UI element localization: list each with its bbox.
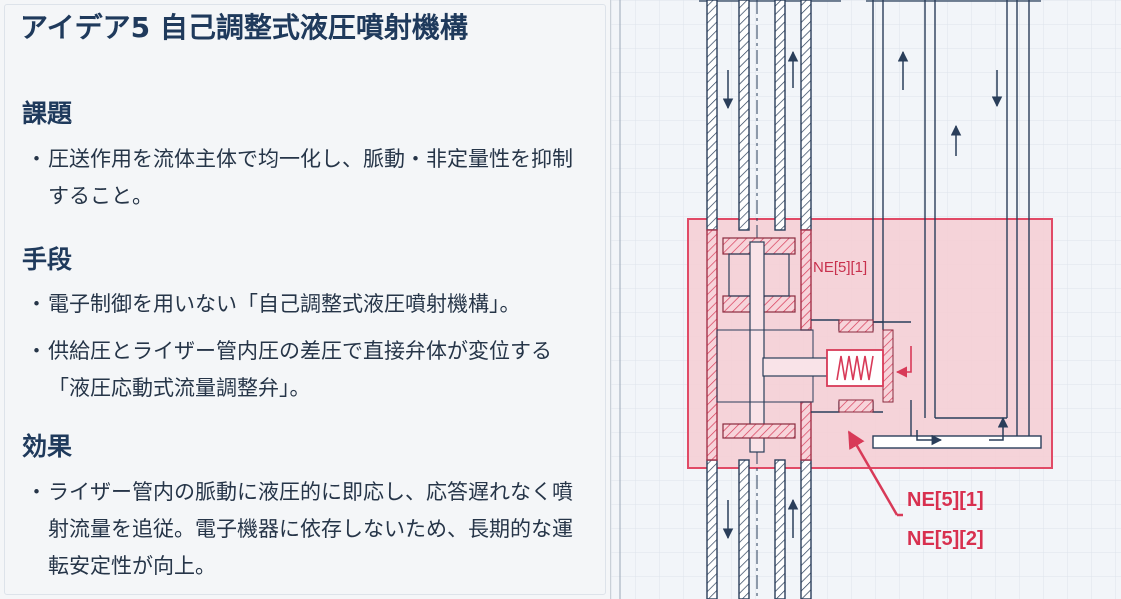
problem-text: 圧送作用を流体主体で均一化し、脈動・非定量性を抑制すること。 — [48, 147, 573, 208]
text-panel: アイデア5 自己調整式液圧噴射機構 課題 ・ 圧送作用を流体主体で均一化し、脈動… — [4, 0, 611, 599]
page-title: アイデア5 自己調整式液圧噴射機構 — [20, 11, 468, 44]
effect-text: ライザー管内の脈動に液圧的に即応し、応答遅れなく噴射流量を追従。電子機器に依存し… — [48, 480, 573, 578]
bullet: ・ — [26, 292, 47, 316]
callout-leader — [847, 430, 899, 516]
problem-item-1: ・ 圧送作用を流体主体で均一化し、脈動・非定量性を抑制すること。 — [26, 141, 586, 215]
panel-frame — [4, 4, 606, 595]
bullet: ・ — [26, 339, 47, 363]
heading-effect: 効果 — [22, 432, 73, 461]
bullet: ・ — [26, 147, 47, 171]
callout-label-2: NE[5][2] — [907, 528, 984, 550]
effect-item-1: ・ ライザー管内の脈動に液圧的に即応し、応答遅れなく噴射流量を追従。電子機器に依… — [26, 474, 586, 585]
inner-label: NE[5][1] — [813, 259, 867, 276]
left-pipe-walls — [706, 0, 812, 599]
pressure-arrow — [895, 346, 912, 378]
callout-label-1: NE[5][1] — [907, 489, 984, 511]
valve-stem — [762, 357, 828, 377]
means-item-1: ・ 電子制御を用いない「自己調整式液圧噴射機構」。 — [26, 286, 606, 323]
mechanism-diagram: NE[5][1] NE[5][1] NE[5][2] — [611, 0, 1121, 599]
means-text-1: 電子制御を用いない「自己調整式液圧噴射機構」。 — [48, 292, 521, 316]
means-text-2: 供給圧とライザー管内圧の差圧で直接弁体が変位する「液圧応動式流量調整弁」。 — [48, 339, 552, 400]
bullet: ・ — [26, 480, 47, 504]
right-pipe-walls — [872, 0, 1042, 449]
heading-means: 手段 — [22, 245, 73, 274]
heading-problem: 課題 — [22, 99, 73, 128]
spring — [836, 355, 874, 381]
valve-body — [716, 237, 912, 453]
means-item-2: ・ 供給圧とライザー管内圧の差圧で直接弁体が変位する「液圧応動式流量調整弁」。 — [26, 333, 571, 407]
